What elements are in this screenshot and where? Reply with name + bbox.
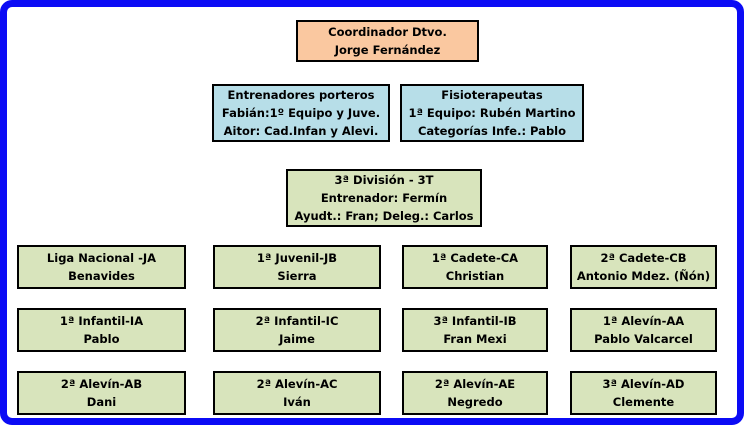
goalkeeper-coaches-box: Entrenadores porteros Fabián:1º Equipo y… bbox=[212, 84, 390, 142]
physiotherapists-line: 1ª Equipo: Rubén Martino bbox=[408, 106, 576, 120]
team-box: Liga Nacional -JA Benavides bbox=[17, 245, 186, 289]
team-title: 1ª Juvenil-JB bbox=[256, 251, 338, 265]
team-title: Liga Nacional -JA bbox=[46, 251, 157, 265]
team-coach: Clemente bbox=[612, 395, 675, 409]
team-title: 3ª Infantil-IB bbox=[433, 314, 517, 328]
team-coach: Pablo bbox=[83, 332, 120, 346]
team-box: 1ª Juvenil-JB Sierra bbox=[213, 245, 381, 289]
team-coach: Jaime bbox=[279, 332, 315, 346]
team-box: 2ª Alevín-AE Negredo bbox=[402, 371, 548, 415]
team-box: 2ª Alevín-AB Dani bbox=[17, 371, 186, 415]
team-title: 2ª Alevín-AB bbox=[60, 377, 143, 391]
division-title: 3ª División - 3T bbox=[334, 173, 434, 187]
team-coach: Dani bbox=[86, 395, 117, 409]
team-title: 2ª Alevín-AE bbox=[434, 377, 516, 391]
team-coach: Iván bbox=[283, 395, 311, 409]
team-box: 3ª Infantil-IB Fran Mexi bbox=[402, 308, 548, 352]
coordinator-name: Jorge Fernández bbox=[334, 43, 441, 57]
team-title: 1ª Alevín-AA bbox=[602, 314, 685, 328]
division-coach: Entrenador: Fermín bbox=[320, 191, 448, 205]
goalkeeper-coaches-title: Entrenadores porteros bbox=[227, 88, 375, 102]
team-coach: Pablo Valcarcel bbox=[594, 332, 693, 346]
team-title: 2ª Cadete-CB bbox=[600, 251, 687, 265]
physiotherapists-title: Fisioterapeutas bbox=[441, 88, 543, 102]
physiotherapists-box: Fisioterapeutas 1ª Equipo: Rubén Martino… bbox=[400, 84, 584, 142]
division-assistants: Ayudt.: Fran; Deleg.: Carlos bbox=[294, 209, 474, 223]
team-coach: Christian bbox=[445, 269, 505, 283]
team-box: 2ª Infantil-IC Jaime bbox=[213, 308, 381, 352]
team-title: 1ª Cadete-CA bbox=[431, 251, 519, 265]
team-box: 1ª Alevín-AA Pablo Valcarcel bbox=[570, 308, 717, 352]
team-coach: Sierra bbox=[277, 269, 317, 283]
team-box: 3ª Alevín-AD Clemente bbox=[570, 371, 717, 415]
goalkeeper-coaches-line: Aitor: Cad.Infan y Alevi. bbox=[223, 124, 379, 138]
team-title: 2ª Infantil-IC bbox=[255, 314, 339, 328]
division-box: 3ª División - 3T Entrenador: Fermín Ayud… bbox=[286, 169, 482, 227]
team-coach: Fran Mexi bbox=[443, 332, 507, 346]
team-box: 1ª Cadete-CA Christian bbox=[402, 245, 548, 289]
team-box: 1ª Infantil-IA Pablo bbox=[17, 308, 186, 352]
team-coach: Benavides bbox=[68, 269, 135, 283]
team-box: 2ª Alevín-AC Iván bbox=[213, 371, 381, 415]
goalkeeper-coaches-line: Fabián:1º Equipo y Juve. bbox=[221, 106, 381, 120]
team-box: 2ª Cadete-CB Antonio Mdez. (Ñón) bbox=[570, 245, 717, 289]
coordinator-title: Coordinador Dtvo. bbox=[328, 25, 447, 39]
team-coach: Negredo bbox=[447, 395, 503, 409]
team-coach: Antonio Mdez. (Ñón) bbox=[576, 269, 711, 283]
coordinator-box: Coordinador Dtvo. Jorge Fernández bbox=[296, 20, 479, 62]
team-title: 1ª Infantil-IA bbox=[59, 314, 144, 328]
team-title: 3ª Alevín-AD bbox=[602, 377, 685, 391]
team-title: 2ª Alevín-AC bbox=[256, 377, 338, 391]
physiotherapists-line: Categorías Infe.: Pablo bbox=[417, 124, 567, 138]
